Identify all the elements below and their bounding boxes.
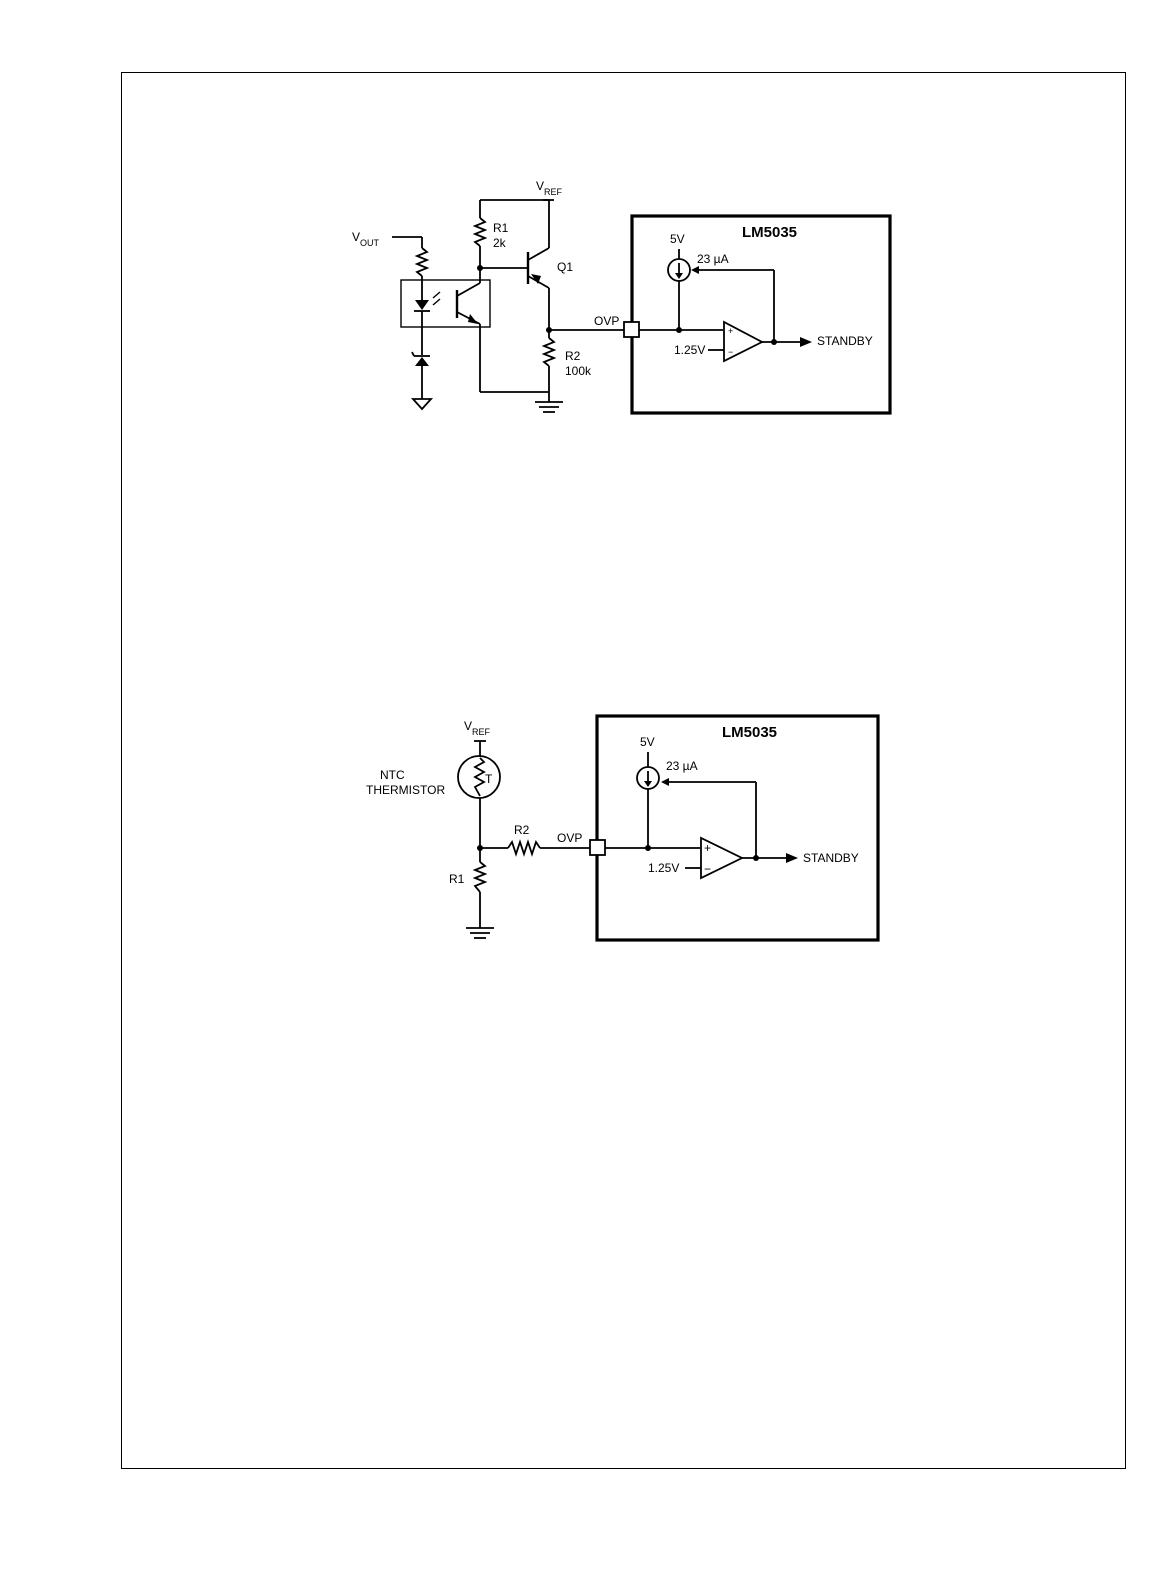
chip-name: LM5035 xyxy=(722,724,777,741)
r1-resistor xyxy=(475,862,485,892)
ovp-label: OVP xyxy=(557,831,582,845)
ntc-thermistor xyxy=(458,756,500,798)
minus-sign: − xyxy=(704,862,711,876)
lm5035-block xyxy=(597,716,878,940)
thermistor-label: THERMISTOR xyxy=(366,783,445,797)
reference-voltage: 1.25V xyxy=(648,861,679,875)
r2-resistor xyxy=(508,842,540,854)
ovp-pin xyxy=(590,840,605,855)
thermistor-symbol: T xyxy=(485,772,493,786)
ntc-label: NTC xyxy=(380,768,405,782)
supply-label: 5V xyxy=(640,735,655,749)
current-label: 23 µA xyxy=(666,759,698,773)
output-arrow-icon xyxy=(786,853,798,863)
plus-sign: + xyxy=(704,841,711,855)
r2-name: R2 xyxy=(514,823,530,837)
ground-symbol xyxy=(466,928,494,938)
vref-label: VREF xyxy=(464,719,491,737)
r1-name: R1 xyxy=(449,872,465,886)
output-label: STANDBY xyxy=(803,851,859,865)
